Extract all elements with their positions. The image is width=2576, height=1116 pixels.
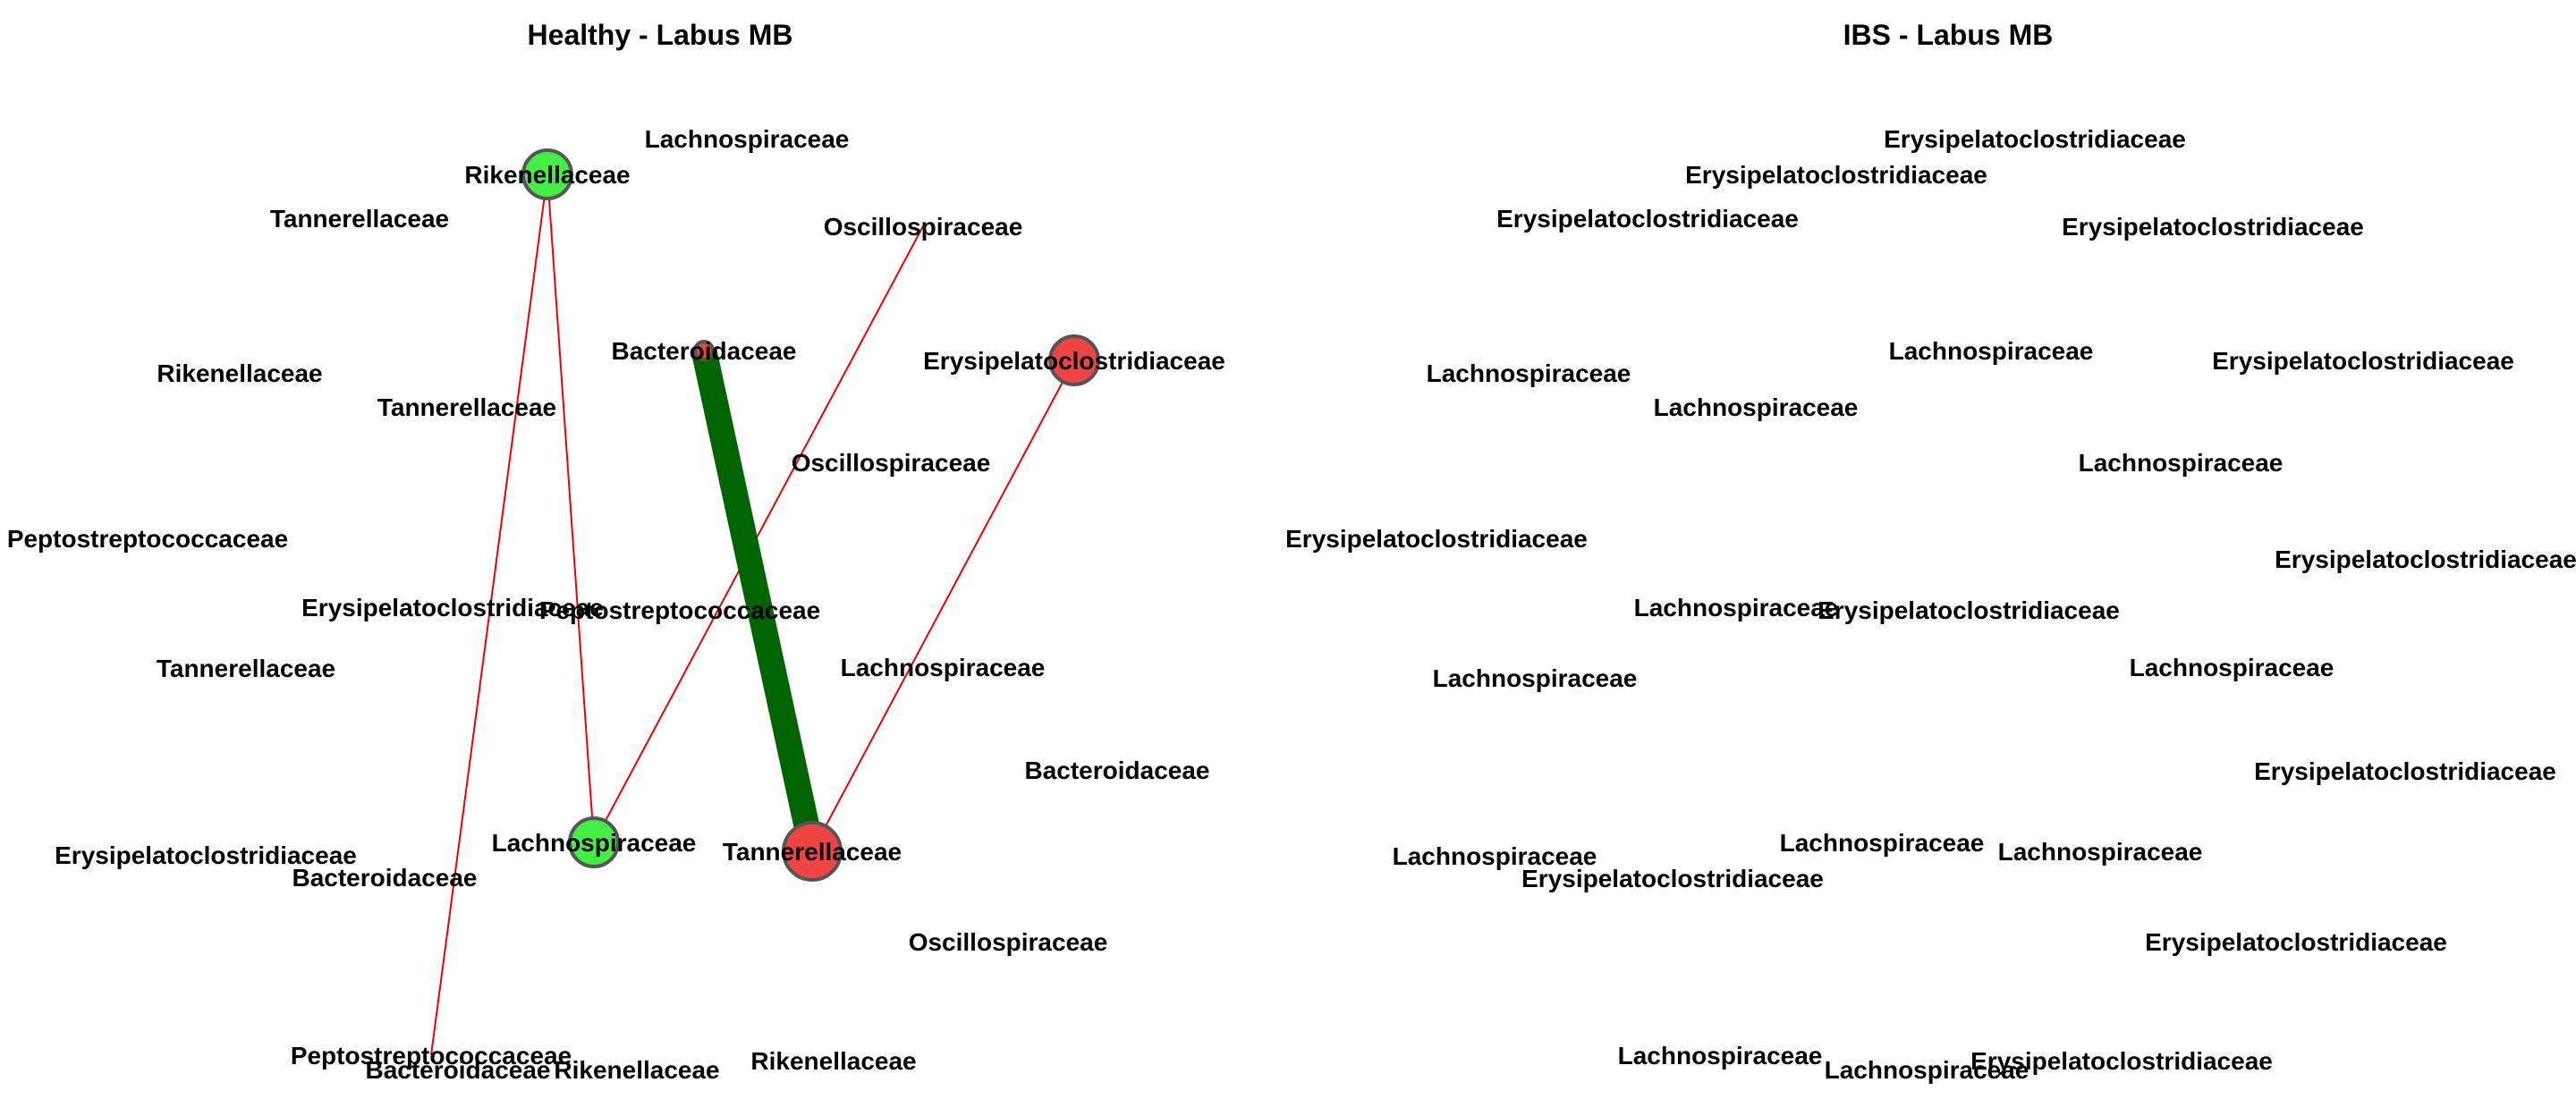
node-label: Peptostreptococcaceae bbox=[7, 525, 288, 553]
node-label: Erysipelatoclostridiaceae bbox=[1685, 161, 1987, 189]
node-label: Lachnospiraceae bbox=[2130, 654, 2334, 681]
node-label: Oscillospiraceae bbox=[824, 213, 1023, 241]
node-label: Lachnospiraceae bbox=[1393, 842, 1597, 870]
node-label: Lachnospiraceae bbox=[1433, 664, 1638, 692]
node-label: Lachnospiraceae bbox=[841, 654, 1046, 681]
network-node bbox=[568, 816, 620, 868]
network-edge bbox=[691, 347, 826, 855]
node-label: Bacteroidaceae bbox=[292, 864, 477, 892]
panel-title-healthy: Healthy - Labus MB bbox=[528, 19, 793, 51]
node-label: Lachnospiraceae bbox=[1654, 393, 1859, 421]
network-edge bbox=[593, 225, 924, 843]
node-label: Erysipelatoclostridiaceae bbox=[2212, 347, 2514, 375]
node-label: Erysipelatoclostridiaceae bbox=[2145, 928, 2447, 956]
node-label: Lachnospiraceae bbox=[2079, 449, 2284, 477]
network-node bbox=[782, 821, 843, 882]
node-label: Tannerellaceae bbox=[270, 205, 449, 232]
node-label: Lachnospiraceae bbox=[492, 829, 697, 857]
node-label: Lachnospiraceae bbox=[1618, 1042, 1823, 1070]
node-label: Tannerellaceae bbox=[157, 655, 335, 682]
node-label: Erysipelatoclostridiaceae bbox=[1285, 525, 1588, 553]
node-label: Lachnospiraceae bbox=[1825, 1056, 2029, 1084]
node-label: Bacteroidaceae bbox=[611, 337, 796, 365]
node-label: Erysipelatoclostridiaceae bbox=[923, 347, 1225, 375]
node-label: Rikenellaceae bbox=[464, 161, 630, 189]
node-label: Peptostreptococcaceae bbox=[291, 1042, 572, 1070]
network-node bbox=[693, 340, 715, 361]
network-node bbox=[1048, 334, 1100, 386]
node-label: Erysipelatoclostridiaceae bbox=[55, 841, 357, 869]
node-label: Bacteroidaceae bbox=[365, 1056, 550, 1084]
node-label: Lachnospiraceae bbox=[1889, 337, 2094, 365]
network-node bbox=[521, 148, 573, 200]
node-label: Rikenellaceae bbox=[157, 359, 322, 387]
node-label: Peptostreptococcaceae bbox=[539, 596, 820, 624]
node-label: Lachnospiraceae bbox=[645, 125, 850, 153]
node-label: Lachnospiraceae bbox=[1998, 838, 2203, 866]
node-label: Erysipelatoclostridiaceae bbox=[1496, 205, 1799, 232]
node-label: Rikenellaceae bbox=[750, 1047, 916, 1075]
node-label: Bacteroidaceae bbox=[1024, 757, 1209, 784]
node-label: Tannerellaceae bbox=[377, 393, 556, 421]
node-label: Erysipelatoclostridiaceae bbox=[1884, 125, 2186, 153]
node-label: Lachnospiraceae bbox=[1780, 829, 1985, 857]
node-label: Erysipelatoclostridiaceae bbox=[2254, 757, 2556, 785]
network-edge bbox=[547, 173, 595, 843]
node-label: Oscillospiraceae bbox=[909, 928, 1108, 956]
node-label: Erysipelatoclostridiaceae bbox=[301, 594, 604, 621]
node-label: Lachnospiraceae bbox=[1634, 594, 1839, 621]
node-label: Erysipelatoclostridiaceae bbox=[1818, 596, 2120, 624]
node-label: Rikenellaceae bbox=[554, 1056, 719, 1084]
node-label: Erysipelatoclostridiaceae bbox=[2062, 213, 2364, 241]
node-label: Erysipelatoclostridiaceae bbox=[2275, 545, 2576, 573]
node-label: Erysipelatoclostridiaceae bbox=[1970, 1047, 2273, 1075]
node-label: Tannerellaceae bbox=[723, 838, 902, 866]
node-label: Erysipelatoclostridiaceae bbox=[1521, 865, 1824, 892]
node-label: Lachnospiraceae bbox=[1427, 359, 1631, 387]
panel-title-ibs: IBS - Labus MB bbox=[1843, 19, 2054, 51]
node-label: Oscillospiraceae bbox=[792, 449, 991, 477]
network-edge bbox=[811, 359, 1075, 852]
network-edge bbox=[430, 173, 548, 1056]
